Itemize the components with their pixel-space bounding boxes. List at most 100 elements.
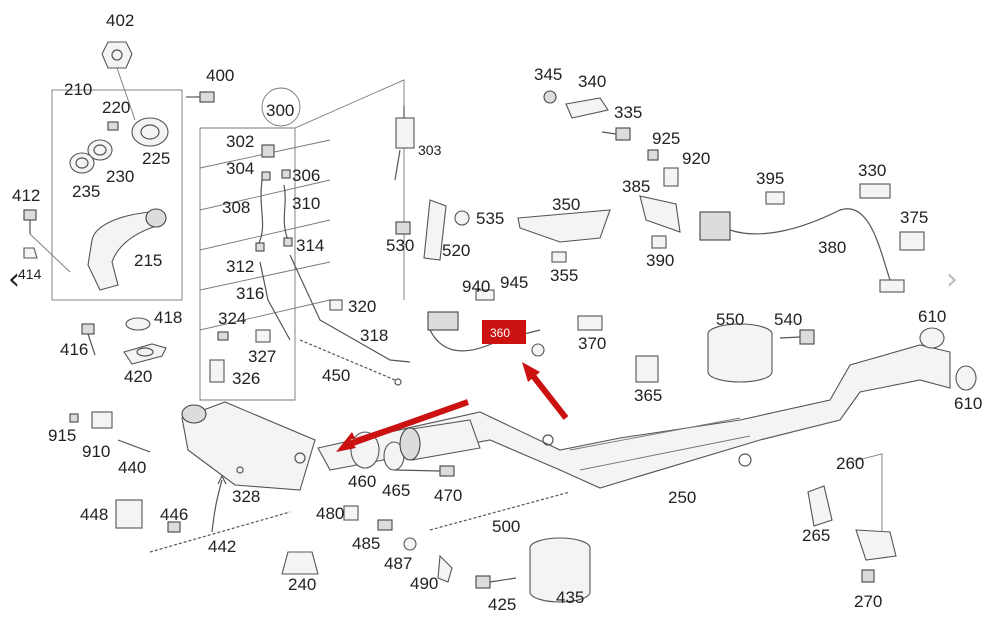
- callout-label-446[interactable]: 446: [160, 505, 188, 524]
- part-bolt-412[interactable]: [23, 209, 71, 273]
- callout-label-340[interactable]: 340: [578, 72, 606, 91]
- part-bracket-265[interactable]: [807, 485, 833, 527]
- callout-label-365[interactable]: 365: [634, 386, 662, 405]
- part-sensor-915[interactable]: [69, 413, 79, 423]
- callout-label-250[interactable]: 250: [668, 488, 696, 507]
- callout-label-220[interactable]: 220: [102, 98, 130, 117]
- part-bolt-220[interactable]: [107, 121, 119, 131]
- callout-label-440[interactable]: 440: [118, 458, 146, 477]
- part-bracket-340[interactable]: [565, 97, 609, 119]
- part-ring-418[interactable]: [125, 317, 151, 331]
- callout-label-425[interactable]: 425: [488, 595, 516, 614]
- callout-label-370[interactable]: 370: [578, 334, 606, 353]
- callout-label-326[interactable]: 326: [232, 369, 260, 388]
- callout-label-540[interactable]: 540: [774, 310, 802, 329]
- part-pipe-310[interactable]: [283, 184, 289, 241]
- callout-label-300[interactable]: 300: [266, 101, 294, 120]
- next-image-chevron-icon[interactable]: ›: [946, 262, 958, 297]
- part-bolt-530[interactable]: [395, 221, 411, 235]
- callout-label-915[interactable]: 915: [48, 426, 76, 445]
- part-main-exhaust-250[interactable]: [317, 344, 951, 489]
- part-bolt-270[interactable]: [861, 569, 875, 583]
- callout-label-215[interactable]: 215: [134, 251, 162, 270]
- callout-label-910[interactable]: 910: [82, 442, 110, 461]
- callout-label-235[interactable]: 235: [72, 182, 100, 201]
- part-clip-355[interactable]: [551, 251, 567, 263]
- part-bolt-485[interactable]: [377, 519, 393, 531]
- callout-label-312[interactable]: 312: [226, 257, 254, 276]
- callout-label-530[interactable]: 530: [386, 236, 414, 255]
- part-clamp-240[interactable]: [281, 551, 319, 575]
- part-gasket-402[interactable]: [101, 41, 136, 121]
- part-sensor-303[interactable]: [394, 106, 415, 181]
- callout-label-490[interactable]: 490: [410, 574, 438, 593]
- callout-label-240[interactable]: 240: [288, 575, 316, 594]
- part-clip-314[interactable]: [283, 237, 293, 247]
- callout-label-418[interactable]: 418: [154, 308, 182, 327]
- part-clip-327[interactable]: [255, 329, 271, 343]
- callout-label-400[interactable]: 400: [206, 66, 234, 85]
- callout-label-320[interactable]: 320: [348, 297, 376, 316]
- part-bracket-326[interactable]: [209, 359, 225, 383]
- callout-label-385[interactable]: 385: [622, 177, 650, 196]
- part-sensor-925[interactable]: [647, 149, 659, 161]
- part-connector-375[interactable]: [899, 231, 925, 251]
- callout-label-435[interactable]: 435: [556, 588, 584, 607]
- part-clip-320[interactable]: [329, 299, 343, 311]
- callout-label-318[interactable]: 318: [360, 326, 388, 345]
- callout-label-308[interactable]: 308: [222, 198, 250, 217]
- callout-label-210[interactable]: 210: [64, 80, 92, 99]
- part-line-450[interactable]: [299, 339, 402, 386]
- part-bolt-446[interactable]: [167, 521, 181, 533]
- callout-label-302[interactable]: 302: [226, 132, 254, 151]
- part-clip-302[interactable]: [261, 144, 275, 158]
- callout-label-465[interactable]: 465: [382, 481, 410, 500]
- part-bolt-470[interactable]: [394, 465, 455, 477]
- part-damper-435[interactable]: [529, 537, 591, 603]
- part-bracket-520[interactable]: [423, 199, 447, 261]
- part-cable-500[interactable]: [429, 491, 571, 531]
- callout-label-480[interactable]: 480: [316, 504, 344, 523]
- callout-label-327[interactable]: 327: [248, 347, 276, 366]
- callout-label-380[interactable]: 380: [818, 238, 846, 257]
- part-clamp-610-bottom[interactable]: [955, 365, 977, 391]
- part-bracket-448[interactable]: [115, 499, 143, 529]
- callout-label-416[interactable]: 416: [60, 340, 88, 359]
- callout-label-395[interactable]: 395: [756, 169, 784, 188]
- callout-label-270[interactable]: 270: [854, 592, 882, 611]
- callout-label-304[interactable]: 304: [226, 159, 254, 178]
- callout-label-375[interactable]: 375: [900, 208, 928, 227]
- part-gasket-235[interactable]: [69, 152, 95, 174]
- part-bolt-335[interactable]: [601, 127, 631, 141]
- part-bracket-480[interactable]: [343, 505, 359, 521]
- part-sensor-440[interactable]: [117, 439, 151, 453]
- part-clip-304[interactable]: [261, 171, 271, 181]
- part-clip-370[interactable]: [577, 315, 603, 331]
- part-bracket-365[interactable]: [635, 355, 659, 383]
- callout-label-402[interactable]: 402: [106, 11, 134, 30]
- part-clip-414[interactable]: [23, 247, 38, 259]
- part-connector-945[interactable]: [475, 289, 495, 301]
- part-bolt-425[interactable]: [475, 575, 517, 589]
- part-pipe-318[interactable]: [289, 254, 411, 363]
- callout-label-265[interactable]: 265: [802, 526, 830, 545]
- callout-label-230[interactable]: 230: [106, 167, 134, 186]
- part-clip-330[interactable]: [859, 183, 891, 199]
- part-bolt-540[interactable]: [779, 329, 815, 345]
- callout-label-945[interactable]: 945: [500, 273, 528, 292]
- part-gasket-230[interactable]: [87, 139, 113, 161]
- callout-label-225[interactable]: 225: [142, 149, 170, 168]
- callout-label-345[interactable]: 345: [534, 65, 562, 84]
- callout-label-485[interactable]: 485: [352, 534, 380, 553]
- part-clamp-610-top[interactable]: [919, 327, 945, 349]
- callout-label-520[interactable]: 520: [442, 241, 470, 260]
- part-sensor-920[interactable]: [663, 167, 679, 187]
- callout-label-260[interactable]: 260: [836, 454, 864, 473]
- part-clip-395[interactable]: [765, 191, 785, 205]
- callout-label-412[interactable]: 412: [12, 186, 40, 205]
- part-bracket-350[interactable]: [517, 209, 611, 243]
- part-sensor-910[interactable]: [91, 411, 113, 429]
- part-flange-225[interactable]: [131, 117, 169, 147]
- callout-label-448[interactable]: 448: [80, 505, 108, 524]
- callout-label-330[interactable]: 330: [858, 161, 886, 180]
